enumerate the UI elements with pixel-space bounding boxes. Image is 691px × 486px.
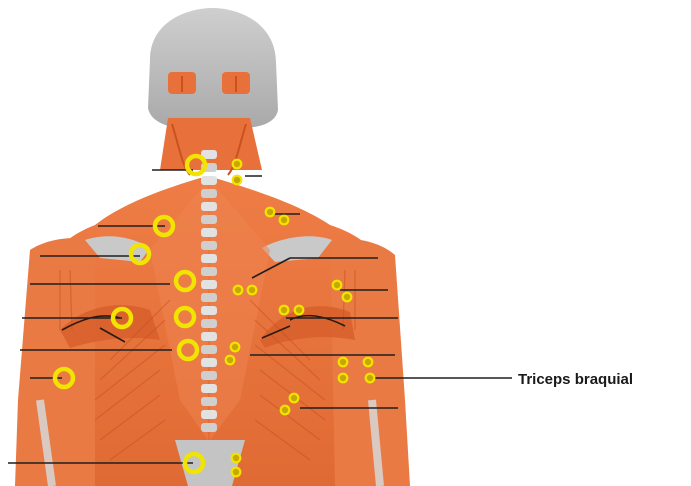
trigger-point-small <box>339 374 348 383</box>
vertebra <box>201 345 217 354</box>
trigger-point-small <box>333 281 342 290</box>
trigger-point-small <box>233 160 242 169</box>
vertebra <box>201 410 217 419</box>
vertebra <box>201 280 217 289</box>
trigger-point-small <box>232 468 241 477</box>
trigger-point-small <box>295 306 304 315</box>
vertebra <box>201 176 217 185</box>
trigger-point-small <box>290 394 299 403</box>
trigger-point-small <box>339 358 348 367</box>
vertebra <box>201 189 217 198</box>
vertebra <box>201 358 217 367</box>
trigger-point-small <box>281 406 290 415</box>
vertebra <box>201 384 217 393</box>
vertebra <box>201 254 217 263</box>
vertebra <box>201 319 217 328</box>
vertebra <box>201 306 217 315</box>
left-arm <box>15 238 95 486</box>
trigger-point-small <box>343 293 352 302</box>
trigger-point-small <box>248 286 257 295</box>
vertebra <box>201 228 217 237</box>
trigger-point-small <box>234 286 243 295</box>
trigger-point-small <box>232 454 241 463</box>
trigger-point-small <box>364 358 373 367</box>
vertebra <box>201 215 217 224</box>
vertebra <box>201 202 217 211</box>
vertebra <box>201 241 217 250</box>
trigger-point-small <box>280 306 289 315</box>
label-triceps-braquial: Triceps braquial <box>518 371 633 388</box>
trigger-point-small <box>266 208 275 217</box>
vertebra <box>201 332 217 341</box>
vertebra <box>201 267 217 276</box>
vertebra <box>201 293 217 302</box>
vertebra <box>201 397 217 406</box>
trigger-point-small <box>366 374 375 383</box>
skull <box>148 8 278 128</box>
trigger-point-small <box>226 356 235 365</box>
trigger-point-small <box>231 343 240 352</box>
trigger-point-small <box>280 216 289 225</box>
vertebra <box>201 423 217 432</box>
vertebra <box>201 371 217 380</box>
trigger-point-small <box>233 176 242 185</box>
